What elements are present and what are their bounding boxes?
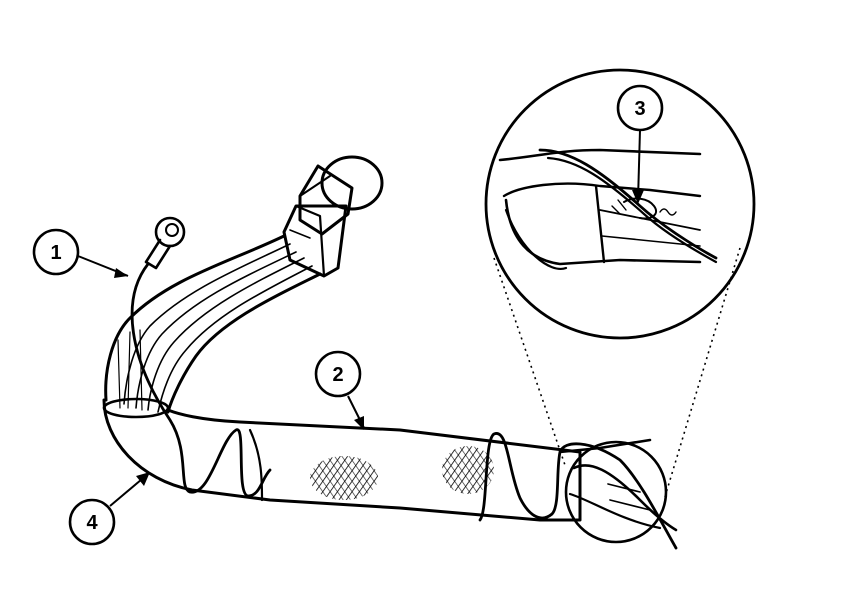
detail-circle-small bbox=[564, 440, 678, 544]
callout-4-label: 4 bbox=[86, 512, 98, 534]
callout-3: 3 bbox=[616, 84, 664, 204]
callout-1: 1 bbox=[32, 228, 129, 278]
ground-wire bbox=[130, 216, 678, 550]
protective-sleeve bbox=[102, 397, 582, 522]
wire-bundle bbox=[104, 234, 322, 414]
magnified-detail bbox=[484, 68, 756, 340]
projection-lines bbox=[493, 247, 741, 501]
callout-1-label: 1 bbox=[50, 242, 61, 264]
callout-3-label: 3 bbox=[634, 98, 645, 120]
callout-2-label: 2 bbox=[332, 364, 343, 386]
callout-2: 2 bbox=[314, 350, 365, 430]
connector bbox=[282, 155, 384, 278]
callout-4: 4 bbox=[68, 472, 150, 546]
